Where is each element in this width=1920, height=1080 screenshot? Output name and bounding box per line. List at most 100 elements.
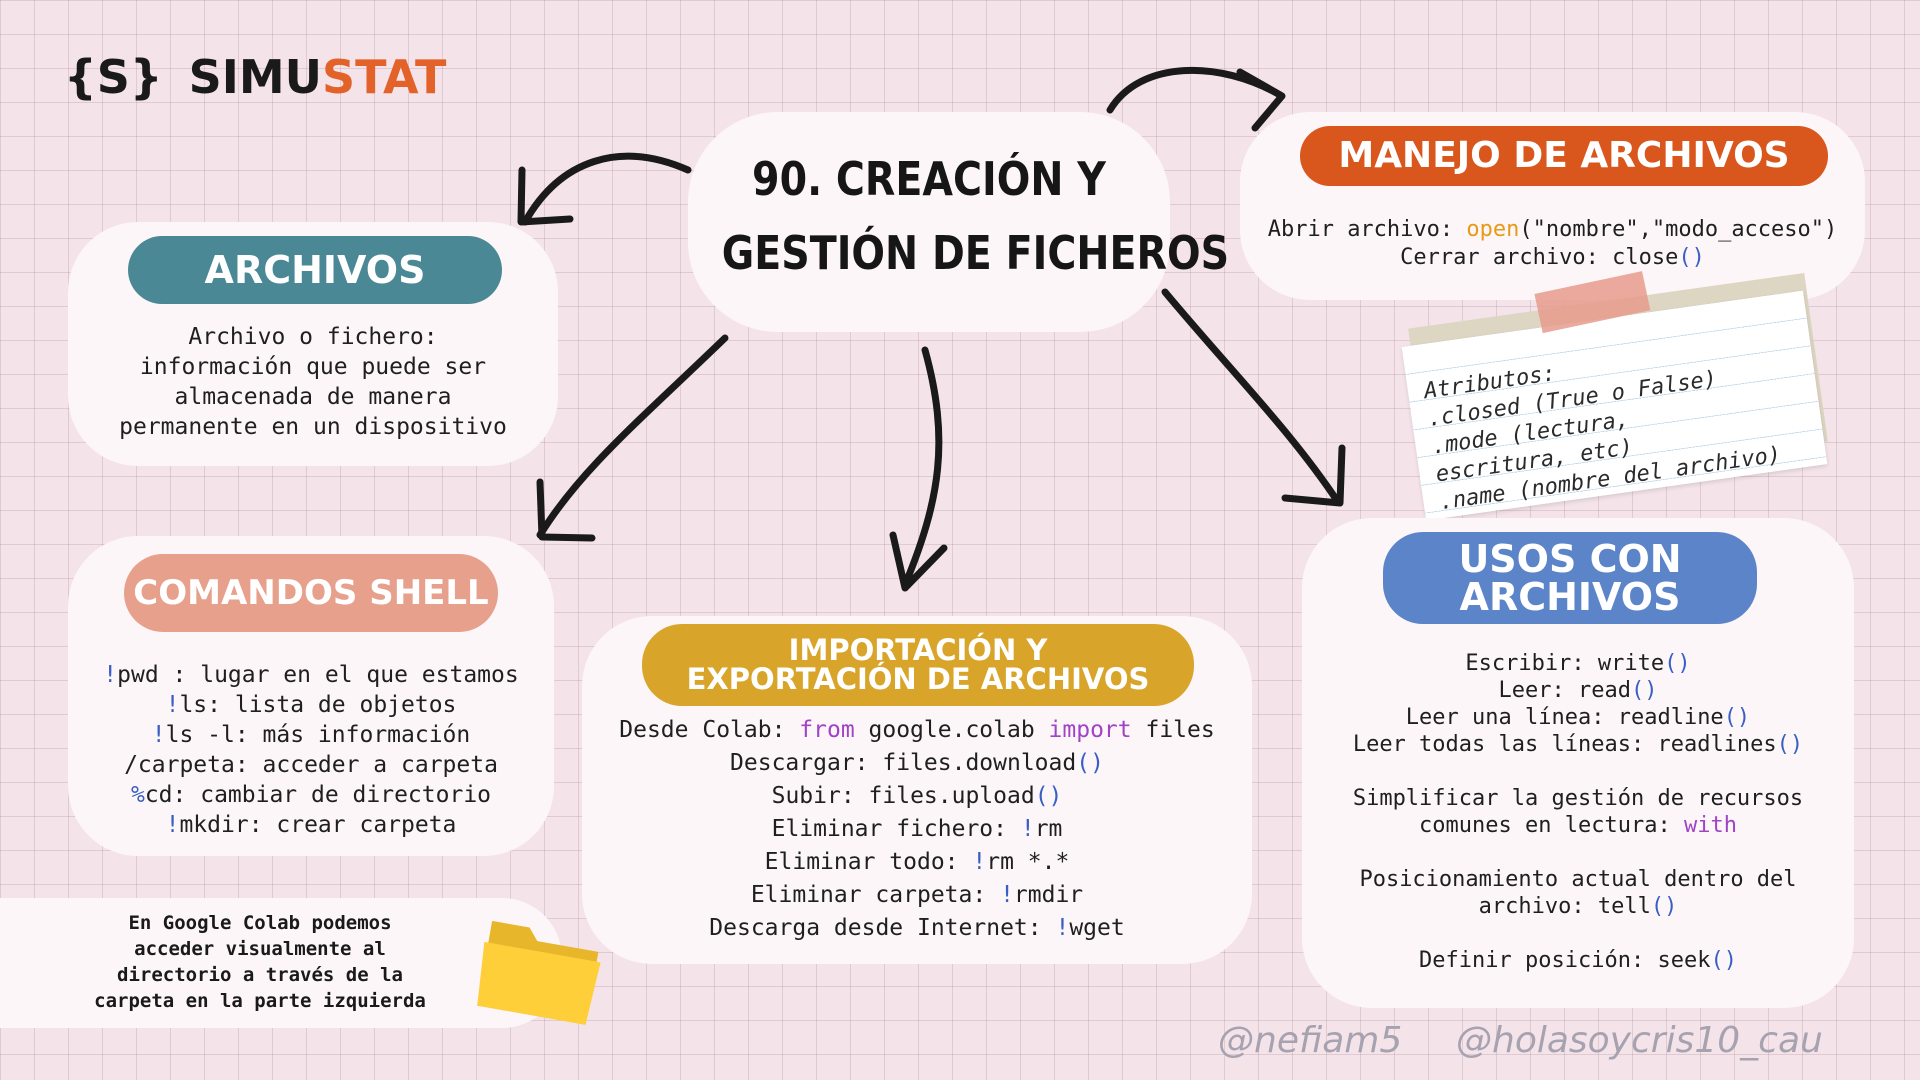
download-line: Descargar: files.download()	[582, 747, 1252, 780]
shell-line: !ls -l: más información	[68, 720, 554, 750]
rm-bang: !	[1020, 816, 1035, 842]
wget-cmd: wget	[1069, 915, 1125, 941]
read-prefix: Leer: read	[1498, 678, 1631, 703]
rmdir-prefix: Eliminar carpeta:	[750, 882, 1001, 908]
rmall-cmd: rm *.*	[986, 849, 1070, 875]
shell-header: COMANDOS SHELL	[124, 554, 498, 632]
shell-mark: !	[165, 692, 180, 718]
title-line-1: 90. CREACIÓN Y	[752, 152, 1106, 206]
rmall-prefix: Eliminar todo:	[764, 849, 973, 875]
shell-line: %cd: cambiar de directorio	[68, 780, 554, 810]
colab-note: En Google Colab podemos acceder visualme…	[40, 910, 480, 1014]
write-line: Escribir: write()	[1302, 650, 1854, 677]
rm-line: Eliminar fichero: !rm	[582, 813, 1252, 846]
arrow-to-manejo-head	[1236, 68, 1286, 132]
brand-name-part1: SIMU	[188, 50, 323, 104]
arrow-to-archivos	[521, 152, 692, 226]
readline-parens: ()	[1723, 705, 1751, 730]
seek-parens: ()	[1710, 948, 1737, 973]
readlines-parens: ()	[1776, 732, 1804, 757]
colab-note-line: En Google Colab podemos	[128, 912, 392, 934]
arrow-to-shell	[536, 334, 729, 539]
with-keyword: with	[1683, 813, 1737, 838]
download-prefix: Descargar: files.download	[730, 750, 1077, 776]
import-header-line1: IMPORTACIÓN Y	[788, 633, 1048, 667]
colab-note-line: acceder visualmente al	[134, 938, 386, 960]
shell-text: ls: lista de objetos	[179, 692, 457, 718]
open-line: Abrir archivo: open("nombre","modo_acces…	[1240, 216, 1865, 244]
archivos-header-text: ARCHIVOS	[204, 248, 426, 292]
shell-text: cd: cambiar de directorio	[144, 782, 492, 808]
shell-body: !pwd : lugar en el que estamos !ls: list…	[68, 660, 554, 840]
read-line: Leer: read()	[1302, 677, 1854, 704]
colab-from-keyword: from	[799, 717, 855, 743]
shell-text: pwd : lugar en el que estamos	[117, 662, 519, 688]
seek-prefix: Definir posición: seek	[1419, 948, 1711, 973]
colab-note-card	[0, 898, 562, 1028]
import-body: Desde Colab: from google.colab import fi…	[582, 714, 1252, 945]
brand-logo: {S} SIMUSTAT	[64, 50, 446, 104]
rmall-bang: !	[972, 849, 987, 875]
usos-body: Escribir: write() Leer: read() Leer una …	[1302, 650, 1854, 974]
download-parens: ()	[1076, 750, 1104, 776]
shell-line: !pwd : lugar en el que estamos	[68, 660, 554, 690]
shell-text: mkdir: crear carpeta	[179, 812, 457, 838]
close-parens: ()	[1678, 245, 1705, 270]
colab-note-line: directorio a través de la	[117, 964, 403, 986]
arrow-to-import	[901, 346, 943, 589]
seek-line: Definir posición: seek()	[1302, 947, 1854, 974]
title-line-2: GESTIÓN DE FICHEROS	[721, 226, 1230, 280]
shell-text: /carpeta: acceder a carpeta	[124, 752, 498, 778]
readlines-prefix: Leer todas las líneas: readlines	[1352, 732, 1777, 757]
rmdir-line: Eliminar carpeta: !rmdir	[582, 879, 1252, 912]
with-line-2: comunes en lectura: with	[1302, 812, 1854, 839]
rm-cmd: rm	[1034, 816, 1063, 842]
manejo-header-text: MANEJO DE ARCHIVOS	[1338, 135, 1790, 176]
archivos-line: almacenada de manera	[174, 384, 452, 410]
colab-module: google.colab	[854, 717, 1049, 743]
archivos-header: ARCHIVOS	[128, 236, 502, 304]
rmdir-cmd: rmdir	[1013, 882, 1084, 908]
upload-prefix: Subir: files.upload	[771, 783, 1035, 809]
colab-prefix: Desde Colab:	[619, 717, 800, 743]
archivos-body: Archivo o fichero: información que puede…	[68, 322, 558, 442]
brand-icon: {S}	[64, 50, 163, 104]
shell-line: !mkdir: crear carpeta	[68, 810, 554, 840]
shell-text: ls -l: más información	[165, 722, 471, 748]
tell-line-1: Posicionamiento actual dentro del	[1359, 867, 1797, 892]
rmdir-bang: !	[1000, 882, 1014, 908]
readlines-line: Leer todas las líneas: readlines()	[1302, 731, 1854, 758]
arrow-to-shell-head	[536, 478, 596, 542]
archivos-line: Archivo o fichero:	[188, 324, 438, 350]
read-parens: ()	[1630, 678, 1658, 703]
wget-bang: !	[1055, 915, 1070, 941]
arrow-to-usos-head	[1281, 444, 1346, 507]
readline-line: Leer una línea: readline()	[1302, 704, 1854, 731]
tell-prefix: archivo: tell	[1478, 894, 1651, 919]
open-fn: open	[1466, 217, 1520, 242]
write-prefix: Escribir: write	[1465, 651, 1665, 676]
open-args: ("nombre","modo_acceso")	[1519, 217, 1838, 242]
arrow-to-usos	[1161, 288, 1342, 506]
import-header: IMPORTACIÓN Y EXPORTACIÓN DE ARCHIVOS	[642, 624, 1194, 706]
close-prefix: Cerrar archivo: close	[1400, 245, 1679, 270]
brand-name-part2: STAT	[322, 50, 447, 104]
colab-import-keyword: import	[1048, 717, 1132, 743]
shell-line: /carpeta: acceder a carpeta	[68, 750, 554, 780]
rm-prefix: Eliminar fichero:	[771, 816, 1021, 842]
open-prefix: Abrir archivo:	[1267, 217, 1467, 242]
title-card	[688, 112, 1170, 332]
readline-prefix: Leer una línea: readline	[1405, 705, 1724, 730]
handle-nefiam5: @nefiam5	[1218, 1020, 1403, 1061]
close-line: Cerrar archivo: close()	[1240, 244, 1865, 272]
shell-mark: %	[130, 782, 145, 808]
manejo-body: Abrir archivo: open("nombre","modo_acces…	[1240, 216, 1865, 272]
upload-parens: ()	[1034, 783, 1063, 809]
handle-holasoycris: @holasoycris10_cau	[1456, 1020, 1823, 1061]
archivos-line: información que puede ser	[139, 354, 487, 380]
colab-note-line: carpeta en la parte izquierda	[94, 990, 426, 1012]
manejo-header: MANEJO DE ARCHIVOS	[1300, 126, 1828, 186]
wget-line: Descarga desde Internet: !wget	[582, 912, 1252, 945]
shell-line: !ls: lista de objetos	[68, 690, 554, 720]
